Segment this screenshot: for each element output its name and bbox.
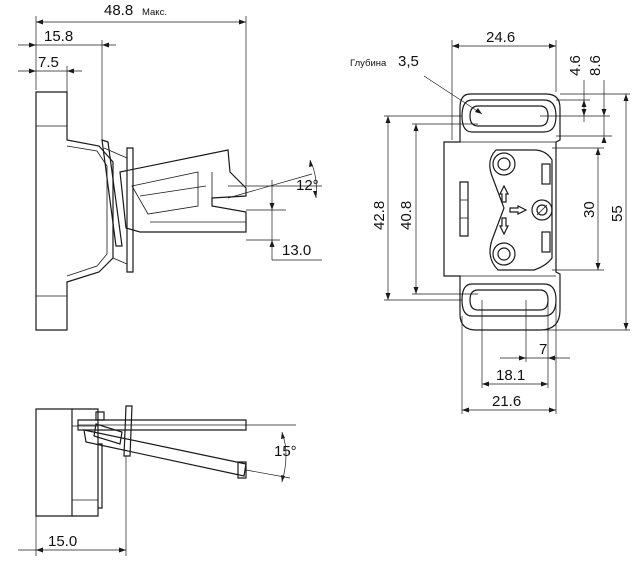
actuator-key bbox=[119, 149, 247, 233]
side-view-base bbox=[35, 91, 114, 331]
dim-24-6: 24.6 bbox=[486, 29, 515, 46]
dim-42-8: 42.8 bbox=[371, 201, 388, 230]
dim-4-6: 4.6 bbox=[567, 55, 584, 76]
dim-48-8: 48.8 bbox=[104, 2, 133, 19]
bottom-view bbox=[18, 405, 296, 556]
dim-7: 7 bbox=[539, 341, 547, 358]
side-view bbox=[18, 16, 322, 331]
depth-value: 3,5 bbox=[398, 53, 419, 70]
dim-55: 55 bbox=[609, 205, 626, 222]
dim-7-5: 7.5 bbox=[38, 54, 59, 71]
front-view bbox=[384, 40, 630, 414]
dim-8-6: 8.6 bbox=[587, 55, 604, 76]
dim-15-deg: 15° bbox=[274, 443, 297, 460]
depth-label: Глубина bbox=[350, 58, 387, 69]
dim-13-0: 13.0 bbox=[282, 242, 311, 259]
dim-15-8: 15.8 bbox=[44, 28, 73, 45]
dim-15-0: 15.0 bbox=[48, 533, 77, 550]
dim-18-1: 18.1 bbox=[496, 367, 525, 384]
dim-30: 30 bbox=[581, 201, 598, 218]
dim-48-8-note: Макс. bbox=[142, 7, 167, 18]
dim-40-8: 40.8 bbox=[398, 201, 415, 230]
dim-21-6: 21.6 bbox=[492, 393, 521, 410]
dim-12-deg: 12° bbox=[296, 177, 319, 194]
